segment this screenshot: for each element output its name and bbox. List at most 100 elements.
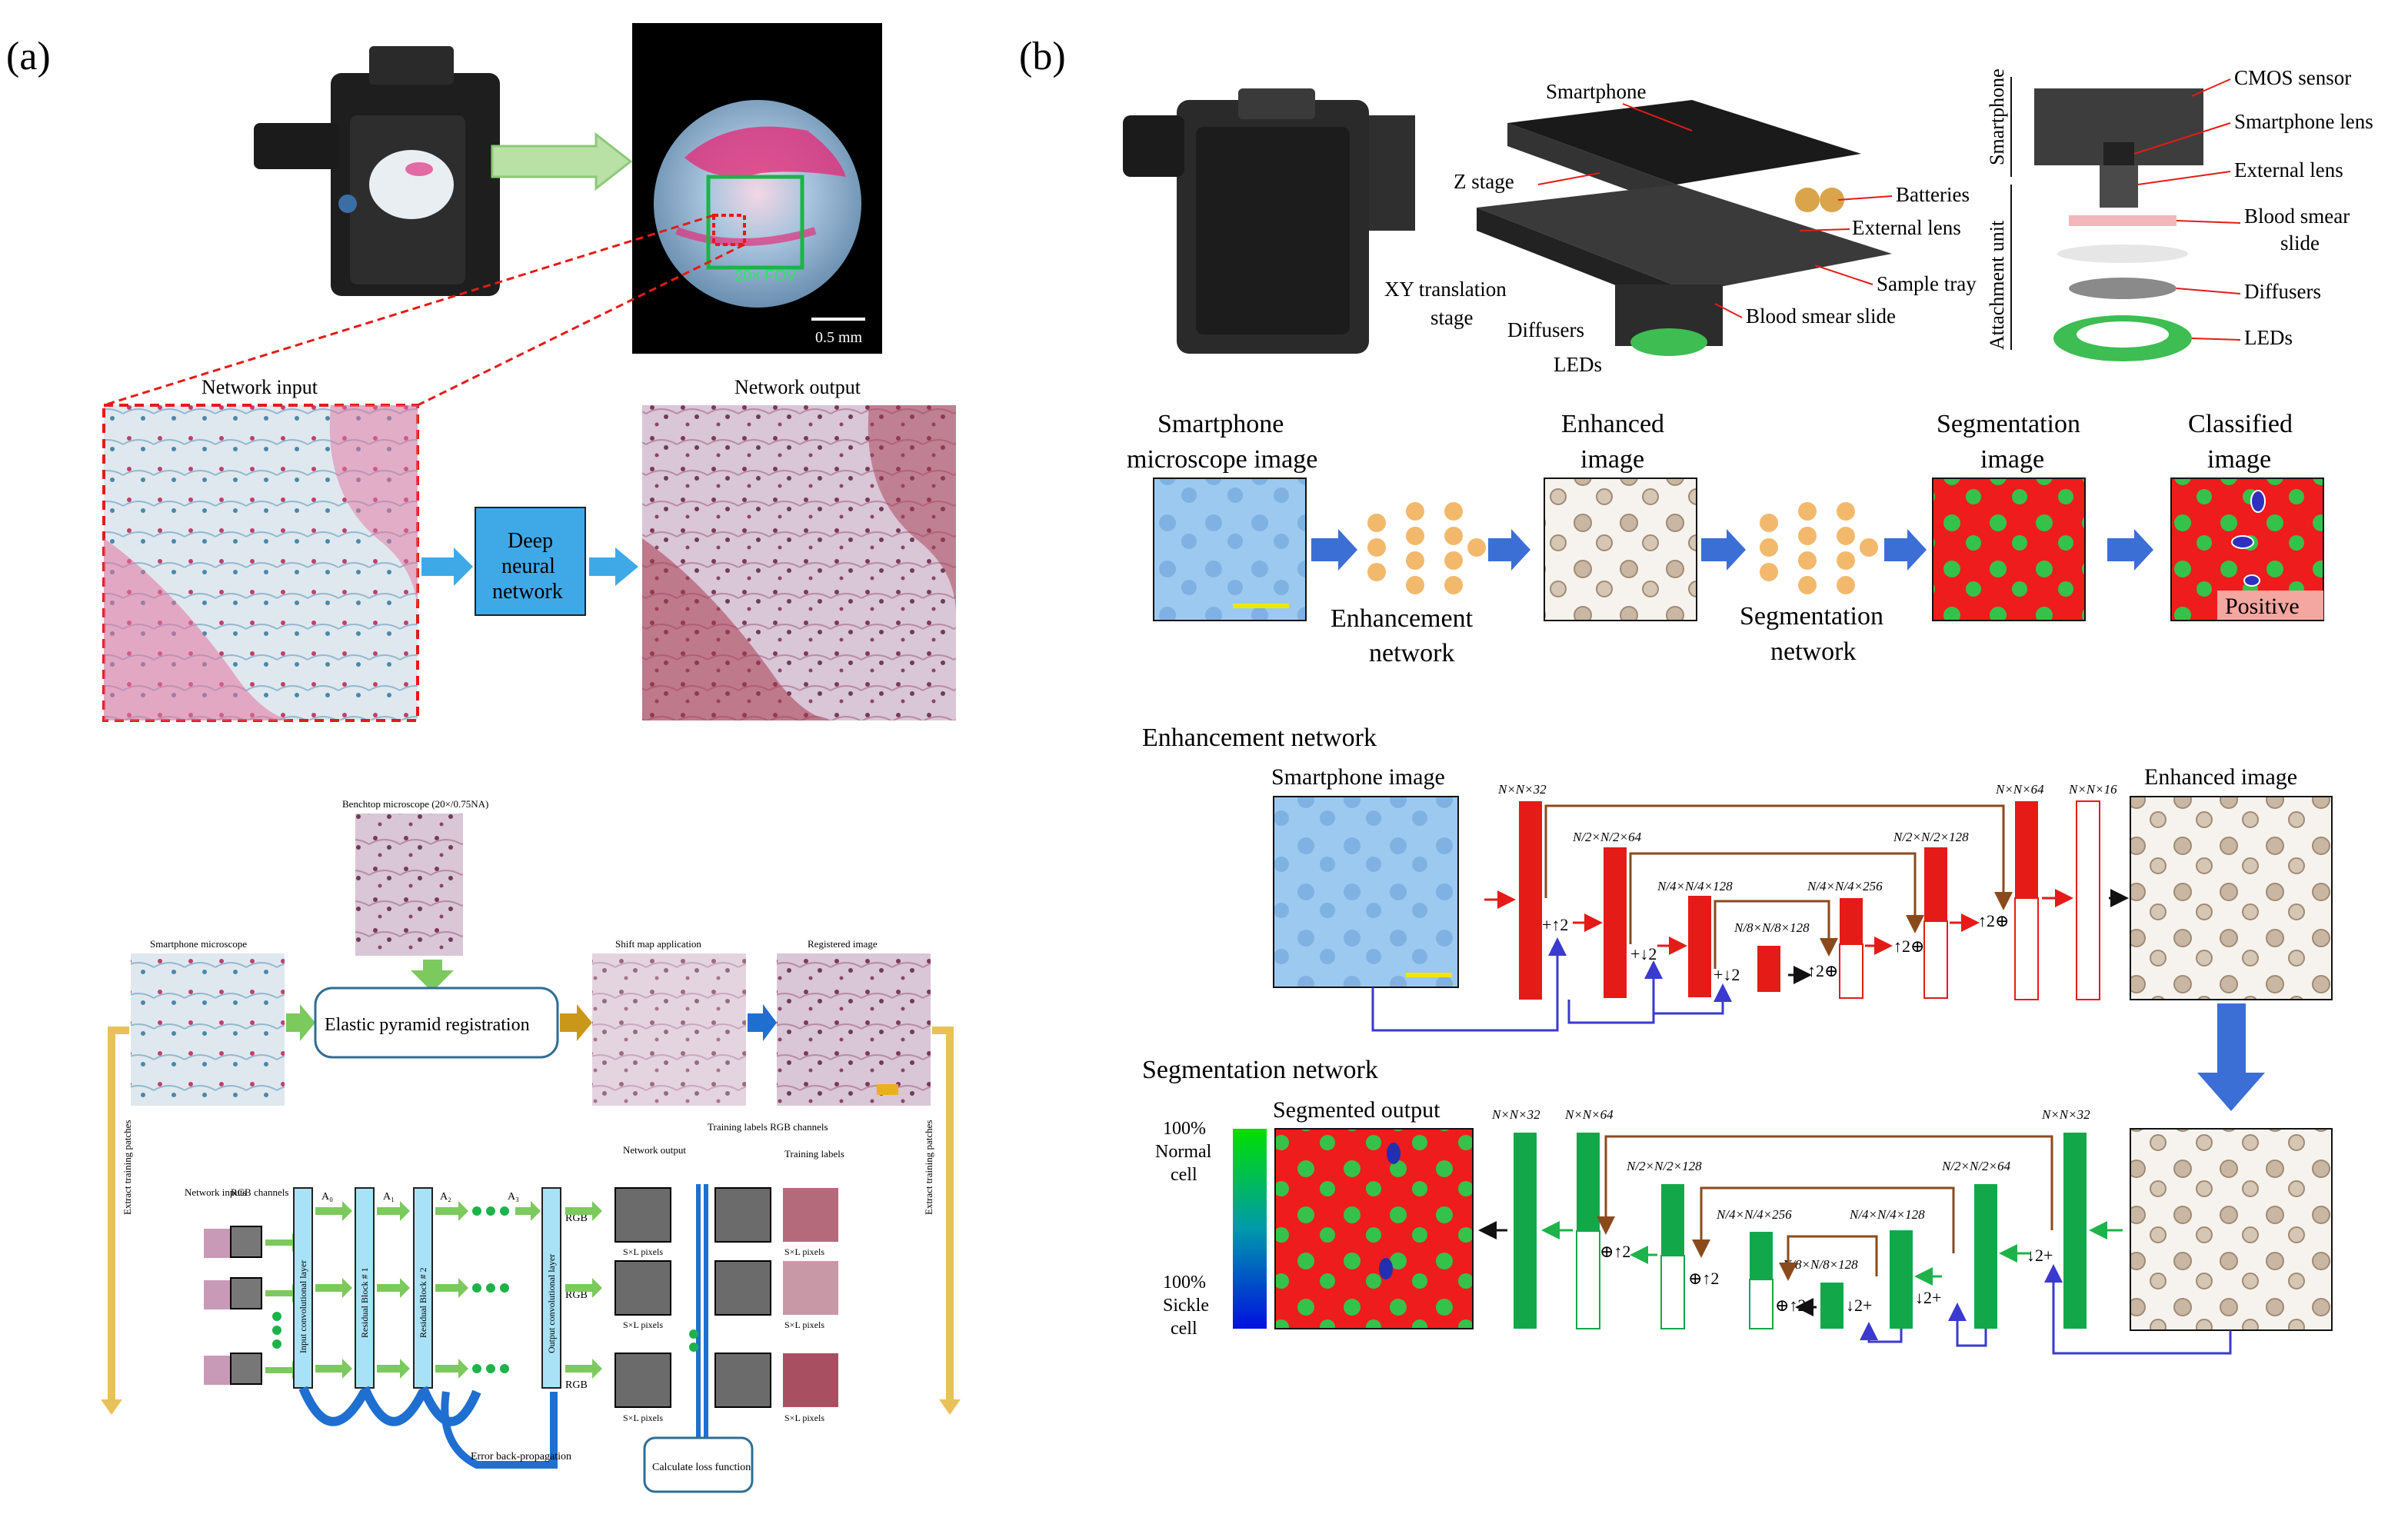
seg-output-image: [1274, 1128, 1474, 1329]
layer-res2-label: Residual Block # 2: [418, 1267, 428, 1338]
a2-label: A₂: [440, 1191, 451, 1203]
hw-leds: LEDs: [1554, 353, 1602, 376]
seg-dims: N×N×32 N×N×64 N/2×N/2×128 N/4×N/4×256 N/…: [1491, 1107, 2090, 1272]
training-labels-label: Training labels: [784, 1148, 844, 1160]
side-external-lens: External lens: [2234, 158, 2343, 181]
side-leader-lines: [2133, 78, 2241, 341]
pipe-img-smartphone: [1153, 477, 1307, 621]
layer-bars: [293, 1187, 561, 1389]
calc-loss-box: [643, 1436, 754, 1493]
side-diffusers: Diffusers: [2244, 280, 2321, 303]
seg-dim-2: N/2×N/2×128: [1626, 1159, 1702, 1173]
input-stack-row2: [204, 1277, 301, 1309]
a0-label: A₀: [321, 1191, 333, 1203]
enh-skip-arrows: [1544, 804, 2013, 969]
enh-net-label-a: Enhancement: [1331, 604, 1474, 633]
smartphone-device-photo: [254, 46, 500, 296]
layer-input-label: Input convolutional layer: [298, 1260, 308, 1353]
big-down-arrow: [2197, 1003, 2265, 1111]
skip-curve-1: [298, 1386, 369, 1426]
seg-colorbar: [1233, 1129, 1267, 1329]
panel-a-label: (a): [6, 35, 51, 78]
cb-top-3: cell: [1171, 1165, 1197, 1185]
backprop-curve: [441, 1391, 558, 1469]
seg-output-title: Segmented output: [1273, 1097, 1440, 1123]
hw-sample-tray: Sample tray: [1877, 272, 1977, 295]
side-labels: CMOS sensor Smartphone lens External len…: [2234, 66, 2373, 349]
enh-dims: N×N×32 N/2×N/2×64 N/4×N/4×128 N/8×N/8×12…: [1497, 782, 2117, 935]
pipe-t2a: Enhanced: [1561, 410, 1664, 438]
sl-pixels-1: S×L pixels: [623, 1246, 663, 1257]
enhancement-net-icon: [1367, 502, 1486, 594]
pipe-img-segmentation: [1932, 477, 2086, 621]
registered-image-title: Registered image: [808, 938, 878, 950]
output-rows: RGB RGB RGB: [565, 1187, 838, 1408]
arrow-from-dnn: [589, 547, 638, 586]
cb-bot-3: cell: [1171, 1319, 1197, 1339]
benchtop-image: [355, 814, 463, 956]
seg-skip-arrows: [1597, 1135, 2053, 1281]
enh-input-image: [1273, 796, 1459, 988]
seg-dim-6: N/2×N/2×64: [1941, 1159, 2011, 1173]
sl-pixels-5: S×L pixels: [623, 1413, 663, 1423]
cb-bot-1: 100%: [1163, 1273, 1206, 1293]
panel-b-label: (b): [1019, 35, 1066, 78]
network-output-small-label: Network output: [623, 1144, 686, 1156]
pipe-t2b: image: [1580, 445, 1644, 474]
input-tissue-overlay: [104, 538, 292, 720]
hw-leader-lines: [1537, 103, 1893, 318]
a3-label: A₃: [508, 1191, 519, 1203]
gold-loop-right: [932, 1027, 954, 1399]
seg-op-3: ⊕↑2: [1775, 1296, 1806, 1315]
sickle-mark-3: [2243, 574, 2260, 587]
side-smartphone-vert: Smartphone: [1986, 68, 2008, 165]
segmentation-title: Segmentation network: [1142, 1056, 1378, 1084]
seg-dim-1: N×N×64: [1564, 1107, 1614, 1122]
enh-op-6: ↑2⊕: [1978, 911, 2009, 930]
registered-scale-mark: [877, 1084, 898, 1095]
cb-bot-2: Sickle: [1163, 1296, 1209, 1316]
seg-input-image: [2130, 1128, 2333, 1331]
seg-net-label-a: Segmentation: [1740, 602, 1883, 631]
layer-res1-label: Residual Block # 1: [359, 1267, 370, 1338]
pipe-t3b: image: [1980, 445, 2044, 474]
skip-curve-3: [418, 1386, 481, 1426]
benchtop-title: Benchtop microscope (20×/0.75NA): [342, 798, 488, 810]
device-photo-b: [1123, 88, 1415, 354]
network-inputs-label: Network inputs: [185, 1186, 247, 1198]
zoom-line-left: [103, 214, 714, 407]
input-tissue-overlay-2: [329, 405, 418, 615]
seg-op-4: ↓2+: [1846, 1296, 1872, 1315]
sl-pixels-4: S×L pixels: [784, 1319, 824, 1330]
fov-label: 20× FOV: [734, 268, 797, 284]
sl-pixels-6: S×L pixels: [784, 1413, 824, 1423]
side-attachment-vert: Attachment unit: [1986, 220, 2008, 350]
enh-dim-7: N×N×16: [2068, 782, 2117, 797]
pipe-t3a: Segmentation: [1937, 410, 2080, 438]
enh-unet: [1519, 800, 2100, 1000]
hw-smartphone: Smartphone: [1546, 80, 1646, 103]
positive-label: Positive: [2225, 594, 2300, 619]
enh-dim-5: N/2×N/2×128: [1893, 830, 1969, 844]
output-blue-lines: [696, 1184, 708, 1446]
sickle-mark-2: [2231, 535, 2254, 549]
cb-top-1: 100%: [1163, 1119, 1206, 1139]
hw-batteries: Batteries: [1896, 183, 1970, 206]
sl-pixels-2: S×L pixels: [784, 1246, 824, 1257]
error-backprop-label: Error back-propagation: [471, 1451, 571, 1462]
dnn-line1: Deep: [508, 529, 553, 553]
scale-bar-label: 0.5 mm: [815, 329, 863, 346]
seg-dim-7: N×N×32: [2041, 1107, 2090, 1122]
enh-ops: +↑2 +↓2 +↓2 ↑2⊕ ↑2⊕ ↑2⊕: [1542, 911, 2009, 984]
enh-op-5: ↑2⊕: [1893, 937, 1924, 956]
arrow-to-dnn: [421, 547, 473, 586]
smartphone-microscope-image: [131, 953, 285, 1106]
enh-op-2: +↓2: [1630, 944, 1657, 963]
segmentation-net-icon: [1760, 502, 1878, 594]
positive-badge: [2217, 591, 2323, 620]
extract-right-label: Extract training patches: [923, 1120, 934, 1215]
hw-z-stage: Z stage: [1454, 170, 1514, 193]
enh-dim-4: N/4×N/4×256: [1807, 879, 1883, 893]
sickle-mark-1: [2250, 490, 2266, 513]
